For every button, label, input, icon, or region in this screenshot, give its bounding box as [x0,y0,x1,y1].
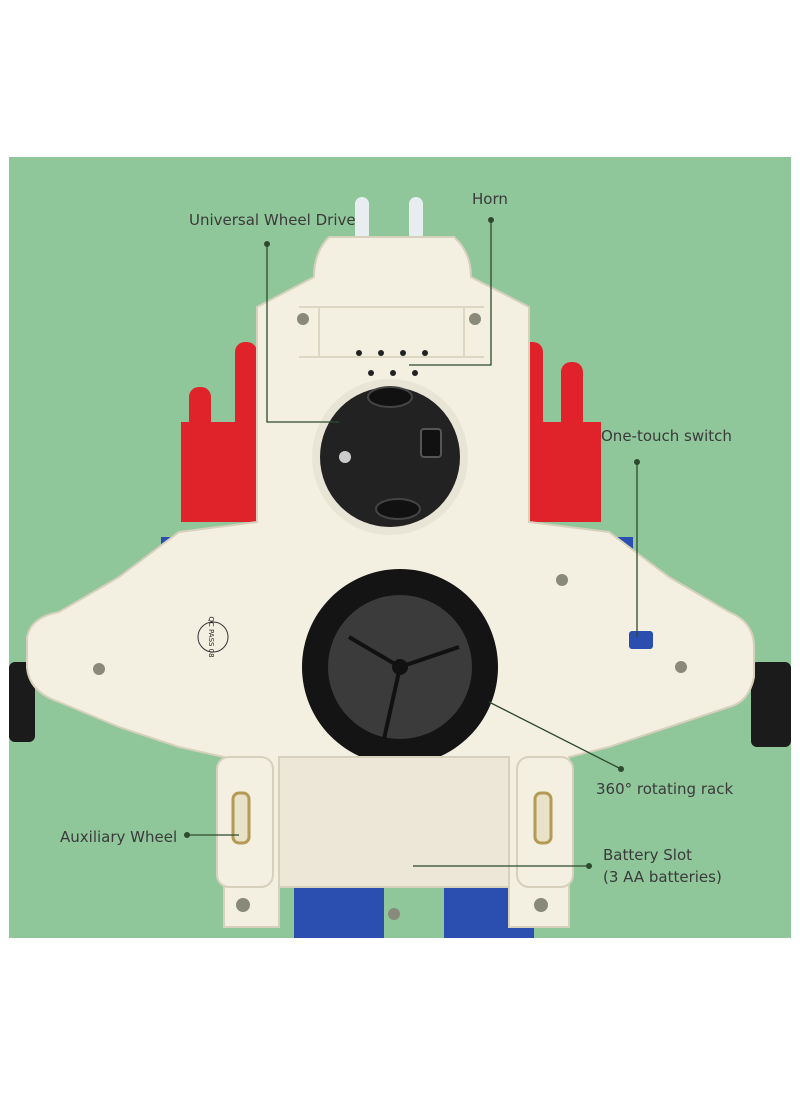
label-horn: Horn [472,190,508,208]
left-track [9,662,35,742]
horn-tip-right [409,197,423,241]
panel-lines [299,306,484,358]
label-universal-wheel-drive: Universal Wheel Drive [189,211,356,229]
wheel-rivet [339,451,351,463]
speaker-holes [356,350,428,376]
universal-wheel [320,387,460,527]
right-track [751,662,791,747]
label-battery-slot: Battery Slot (3 AA batteries) [603,844,722,888]
callout-lines [187,220,638,867]
label-battery-slot-line2: (3 AA batteries) [603,868,722,886]
battery-slot-cover [278,756,510,888]
label-auxiliary-wheel: Auxiliary Wheel [60,828,178,846]
screws [93,313,687,920]
wheel-grip-top [367,386,413,408]
aux-wheel-left [231,791,251,845]
spaceship-toy-illustration: QC PASS 08 [9,157,791,938]
qc-stamp-text: QC PASS 08 [207,616,215,657]
label-rotating-rack: 360° rotating rack [596,780,734,798]
one-touch-switch [629,631,653,649]
callout-dots [184,217,640,869]
label-battery-slot-line1: Battery Slot [603,846,693,864]
label-one-touch-switch: One-touch switch [601,427,732,445]
wheel-grip-bottom [375,498,421,520]
red-fin-left [181,342,265,522]
rotating-rack-spokes [347,635,460,740]
qc-stamp: QC PASS 08 [197,616,229,658]
rotating-rack-hub [392,659,408,675]
wheel-latch [420,428,442,458]
product-photo: QC PASS 08 [9,157,791,938]
horn-tip-left [355,197,369,241]
aux-wheel-right [533,791,553,845]
